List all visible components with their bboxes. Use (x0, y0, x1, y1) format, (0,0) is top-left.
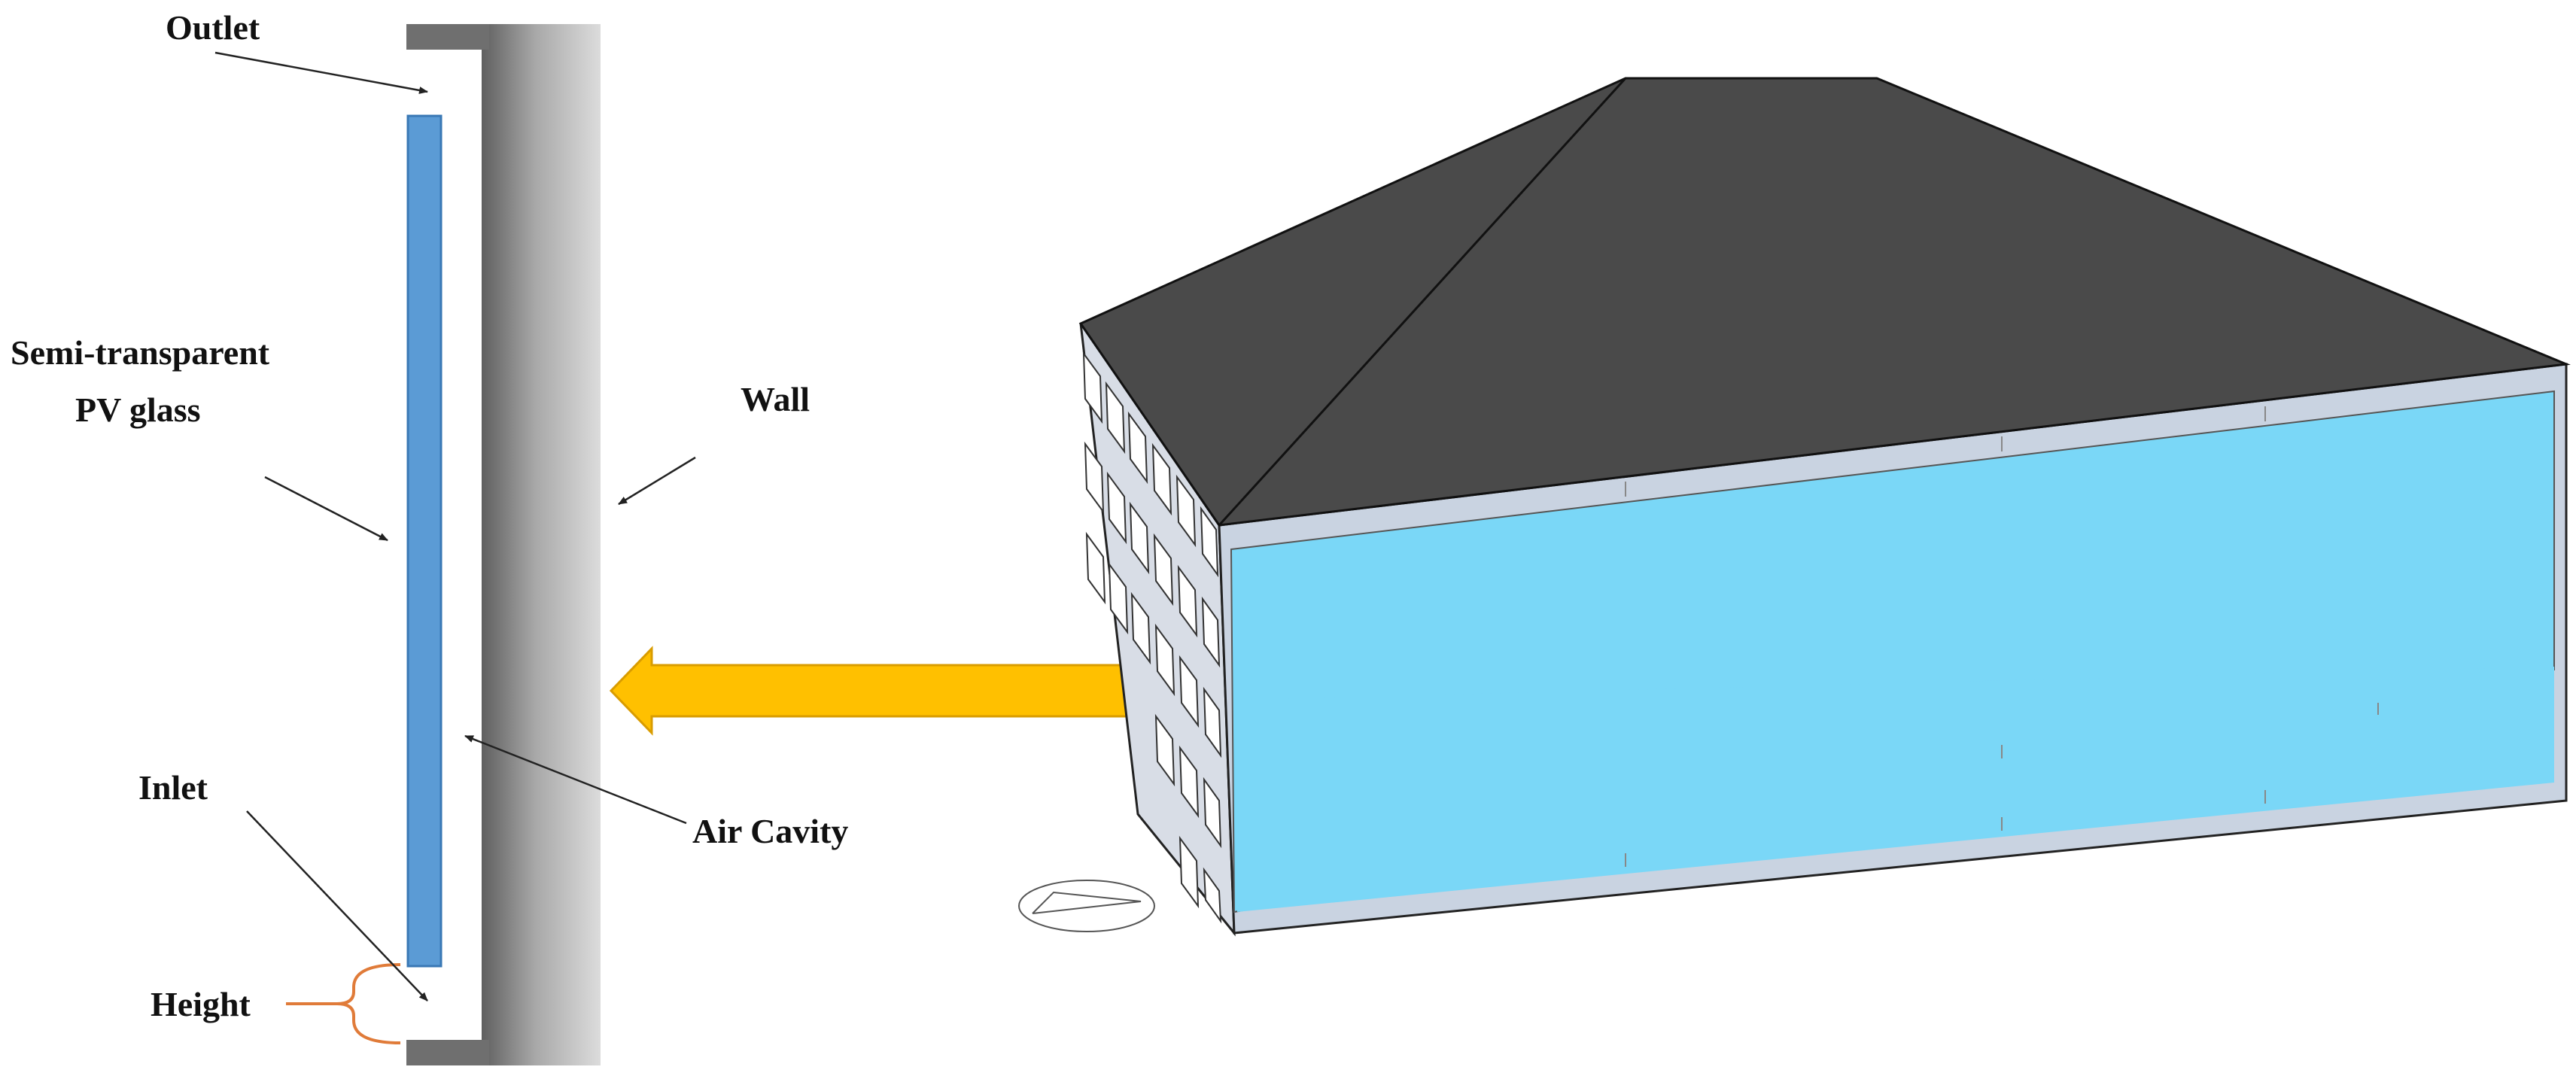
pv-glass-arrow (264, 476, 388, 542)
height-bracket (336, 963, 401, 1044)
wall-arrow (618, 456, 696, 506)
height-label: Height (151, 985, 251, 1023)
front-facade-glass-lower (1234, 667, 2554, 912)
leader-arrows (214, 51, 696, 1001)
wall-label: Wall (741, 380, 810, 418)
roof-ridge (1218, 77, 1627, 527)
pv-glass-label-line2: PV glass (75, 391, 201, 429)
inlet-label: Inlet (138, 768, 208, 807)
inlet-arrow (246, 810, 428, 1001)
pv-glass (406, 114, 443, 968)
frame-bottom (406, 1040, 489, 1065)
side-facade (1079, 323, 1236, 937)
air-cavity-label: Air Cavity (692, 812, 848, 850)
building-3d (1078, 77, 2571, 937)
frame-top (406, 24, 489, 50)
outlet-arrow (214, 51, 428, 94)
section-diagram (286, 24, 601, 1065)
roof (1078, 77, 2571, 527)
compass-ellipse-icon (1018, 880, 1155, 932)
pv-glass-label-line1: Semi-transparent (11, 333, 270, 372)
air-cavity-arrow (464, 734, 687, 825)
outlet-label: Outlet (166, 8, 260, 47)
wall (482, 24, 601, 1065)
